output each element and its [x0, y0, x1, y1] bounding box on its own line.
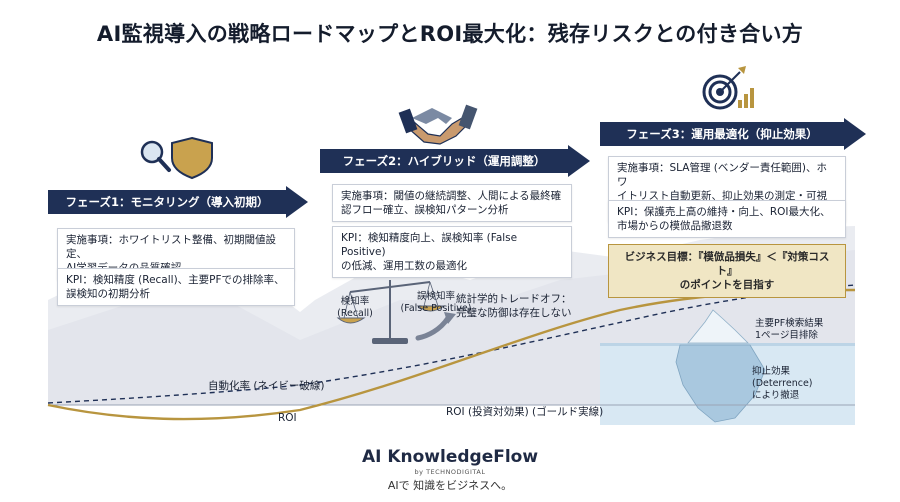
phase-2-kpi: KPI：検知精度向上、誤検知率 (False Positive) の低減、運用工… [332, 226, 572, 278]
phase-2-actions: 実施事項：閾値の継続調整、人間による最終確 認フロー確立、誤検知パターン分析 [332, 184, 572, 222]
phase-2-banner: フェーズ2：ハイブリッド（運用調整） [320, 145, 590, 177]
phase-1-title: フェーズ1：モニタリング（導入初期） [48, 190, 286, 214]
phase-3-arrowhead [844, 118, 866, 150]
business-goal-box: ビジネス目標：『模倣品損失』＜『対策コスト』 のポイントを目指す [608, 244, 846, 298]
roi-short-label: ROI [278, 412, 297, 424]
brand-footer: AI KnowledgeFlow by TECHNODIGITAL AIで 知識… [0, 447, 900, 493]
scale-icon [336, 280, 446, 344]
iceberg-tip [687, 309, 749, 344]
brand-name: AI KnowledgeFlow [361, 447, 539, 467]
iceberg-top-label: 主要PF検索結果 1ページ目排除 [755, 318, 824, 341]
roi-curve-label: ROI (投資対効果) (ゴールド実線) [446, 406, 604, 418]
target-icon [702, 66, 754, 110]
phase-3-banner: フェーズ3：運用最適化（抑止効果） [600, 118, 866, 150]
iceberg-underwater [675, 344, 766, 423]
brand-tagline: AIで 知識をビジネスへ。 [387, 479, 513, 492]
phase-1-banner: フェーズ1：モニタリング（導入初期） [48, 186, 308, 218]
phase-3-kpi: KPI：保護売上高の維持・向上、ROI最大化、 市場からの模倣品撤退数 [608, 200, 846, 238]
page-title: AI監視導入の戦略ロードマップとROI最大化：残存リスクとの付き合い方 [96, 22, 804, 46]
scale-left-label: 検知率 (Recall) [337, 296, 373, 319]
handshake-icon [398, 104, 478, 145]
brand-by: by TECHNODIGITAL [414, 468, 486, 476]
phase-1-arrowhead [286, 186, 308, 218]
magnifier-icon [140, 140, 171, 172]
automation-curve [47, 284, 856, 404]
phase-2-title: フェーズ2：ハイブリッド（運用調整） [320, 149, 568, 173]
automation-curve-label: 自動化率 (ネイビー破線) [208, 380, 325, 392]
phase-3-title: フェーズ3：運用最適化（抑止効果） [600, 122, 844, 146]
shield-icon [171, 136, 213, 180]
iceberg-bottom-label: 抑止効果 (Deterrence) により撤退 [752, 366, 813, 401]
tradeoff-note: 統計学的トレードオフ： 完璧な防御は存在しない [456, 293, 572, 319]
scale-right-label: 誤検知率 (False Positive) [400, 291, 472, 314]
phase-1-kpi: KPI：検知精度 (Recall)、主要PFでの排除率、 誤検知の初期分析 [57, 268, 295, 306]
curved-arrow-icon [415, 312, 456, 341]
phase-2-arrowhead [568, 145, 590, 177]
